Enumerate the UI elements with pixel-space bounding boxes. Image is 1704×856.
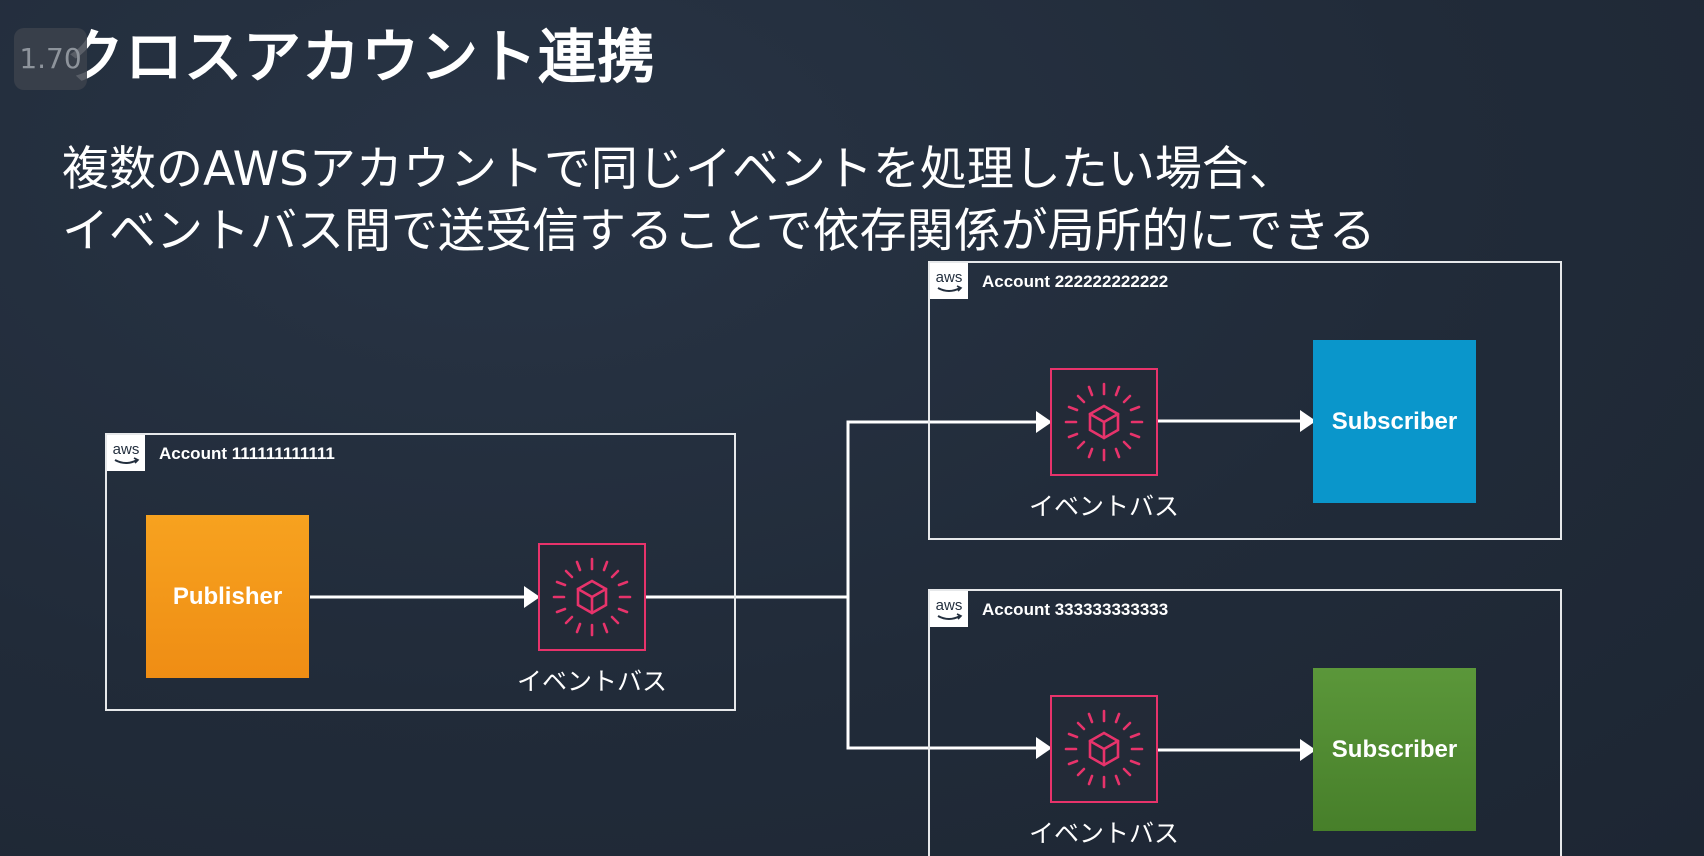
event-bus-label: イベントバス xyxy=(1028,819,1179,848)
arrowhead-to-subscriber-green xyxy=(1300,739,1316,761)
subscriber-label: Subscriber xyxy=(1331,407,1458,435)
publisher-label: Publisher xyxy=(172,582,283,610)
arrowhead-to-subscriber-blue xyxy=(1300,410,1316,432)
arrowhead-to-bus2 xyxy=(1036,411,1052,433)
subtitle-line-1: 複数のAWSアカウントで同じイベントを処理したい場合、 xyxy=(62,142,1296,197)
branch-to-account3-line xyxy=(846,597,1036,750)
subscriber-box-account-2: Subscriber xyxy=(1313,340,1476,503)
subscriber-box-account-3: Subscriber xyxy=(1313,668,1476,831)
subtitle-line-2: イベントバス間で送受信することで依存関係が局所的にできる xyxy=(62,204,1376,259)
aws-logo-text: aws xyxy=(936,597,963,614)
aws-logo-icon: aws xyxy=(107,435,145,471)
account-label: Account 222222222222 xyxy=(982,272,1169,291)
slide-title: クロスアカウント連携 xyxy=(66,23,657,91)
branch-to-account2-line xyxy=(846,420,1036,597)
event-bus-label: イベントバス xyxy=(516,667,667,696)
aws-logo-icon: aws xyxy=(930,591,968,627)
account-111111111111-group: aws Account 111111111111 xyxy=(105,433,736,711)
playback-speed-badge[interactable]: 1.70 xyxy=(14,28,87,90)
eventbridge-icon xyxy=(1050,368,1158,476)
account-333333333333-group: aws Account 333333333333 xyxy=(928,589,1562,856)
eventbridge-icon xyxy=(538,543,646,651)
aws-logo-text: aws xyxy=(936,269,963,286)
event-bus-label: イベントバス xyxy=(1028,492,1179,521)
subscriber-label: Subscriber xyxy=(1331,735,1458,763)
eventbridge-icon xyxy=(1050,695,1158,803)
aws-logo-icon: aws xyxy=(930,263,968,299)
account-label: Account 333333333333 xyxy=(982,600,1169,619)
account-label: Account 111111111111 xyxy=(159,444,335,463)
arrowhead-to-bus1 xyxy=(524,586,540,608)
account-222222222222-group: aws Account 222222222222 xyxy=(928,261,1562,540)
arrowhead-to-bus3 xyxy=(1036,737,1052,759)
aws-logo-text: aws xyxy=(113,441,140,458)
publisher-box: Publisher xyxy=(146,515,309,678)
